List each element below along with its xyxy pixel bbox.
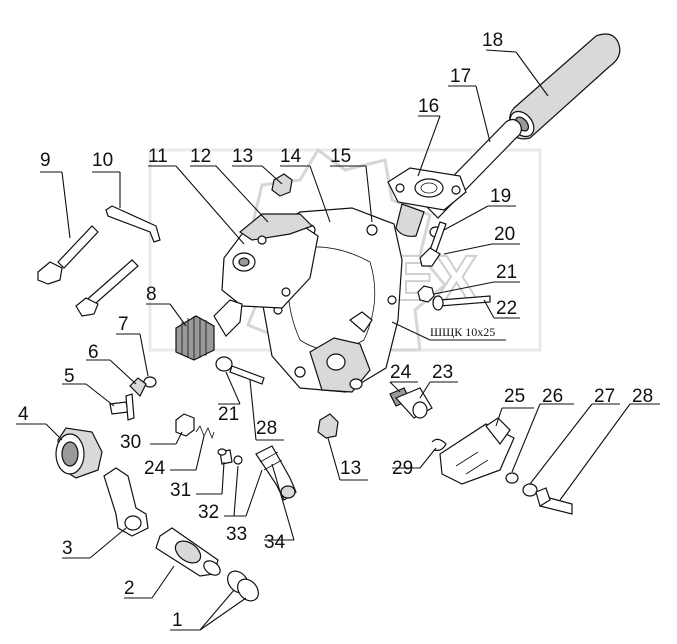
callout-14: 14 <box>280 146 302 167</box>
part-33-ball <box>233 455 243 465</box>
leader-lines <box>16 49 660 631</box>
callout-32: 32 <box>198 502 219 523</box>
part-28-bolt-left <box>229 365 265 385</box>
callout-25: 25 <box>504 386 525 407</box>
callout-16: 16 <box>418 96 439 117</box>
callout-27: 27 <box>594 386 615 407</box>
callout-34: 34 <box>264 532 286 553</box>
callout-13-bottom: 13 <box>340 458 361 479</box>
callout-7: 7 <box>118 314 129 335</box>
part-2-plunger <box>155 527 221 577</box>
callout-9: 9 <box>40 150 51 171</box>
callout-13-top: 13 <box>232 146 253 167</box>
callout-5: 5 <box>64 366 75 387</box>
callout-22: 22 <box>496 298 517 319</box>
part-8-gear <box>175 299 243 361</box>
part-34-valve <box>255 445 297 501</box>
part-22-bolt <box>432 295 491 311</box>
spec-label: ШЩК 10x25 <box>430 325 495 339</box>
part-20-bolt <box>419 221 447 267</box>
callout-33: 33 <box>226 524 247 545</box>
callout-4: 4 <box>18 404 29 425</box>
callout-21-left: 21 <box>218 404 239 425</box>
callout-labels: 18 17 16 15 14 13 12 11 10 9 19 20 21 22… <box>18 30 653 631</box>
part-11-pump-body <box>221 213 319 309</box>
callout-24-left: 24 <box>144 458 166 479</box>
part-21-nut-right <box>417 285 435 303</box>
callout-26: 26 <box>542 386 563 407</box>
callout-19: 19 <box>490 186 511 207</box>
callout-1: 1 <box>172 610 183 631</box>
part-10-bracket <box>75 205 161 317</box>
part-21-washer-left <box>215 356 233 372</box>
part-9-bolt <box>37 225 99 285</box>
callout-29: 29 <box>392 458 413 479</box>
part-28-bolt-right <box>535 487 573 515</box>
callout-31: 31 <box>170 480 191 501</box>
part-4-bearing <box>55 427 103 479</box>
callout-24-right: 24 <box>390 362 412 383</box>
callout-28-right: 28 <box>632 386 653 407</box>
part-5-bolt <box>109 393 135 421</box>
part-13-nut-bottom <box>317 413 339 439</box>
part-32-pin <box>217 448 233 465</box>
callout-11: 11 <box>148 146 168 167</box>
callout-6: 6 <box>88 342 99 363</box>
part-30-nut <box>175 413 195 437</box>
part-27-washer <box>522 483 538 497</box>
callout-20: 20 <box>494 224 515 245</box>
callout-28-left: 28 <box>256 418 277 439</box>
part-23-plug <box>394 387 433 419</box>
part-31-spring <box>195 425 215 440</box>
callout-2: 2 <box>124 578 135 599</box>
part-1-orings <box>227 570 259 602</box>
part-3-lever <box>103 467 149 537</box>
callout-18: 18 <box>482 30 503 51</box>
part-16-flange <box>387 167 467 237</box>
callout-8: 8 <box>146 284 157 305</box>
callout-30: 30 <box>120 432 141 453</box>
part-18-sleeve <box>508 33 621 140</box>
callout-17: 17 <box>450 66 471 87</box>
callout-15: 15 <box>330 146 351 167</box>
part-29-snap-ring <box>431 438 447 451</box>
callout-21-right: 21 <box>496 262 517 283</box>
callout-10: 10 <box>92 150 113 171</box>
part-25-plate <box>439 417 515 485</box>
callout-23: 23 <box>432 362 453 383</box>
callout-12: 12 <box>190 146 211 167</box>
part-26-washer <box>505 472 519 484</box>
callout-3: 3 <box>62 538 73 559</box>
